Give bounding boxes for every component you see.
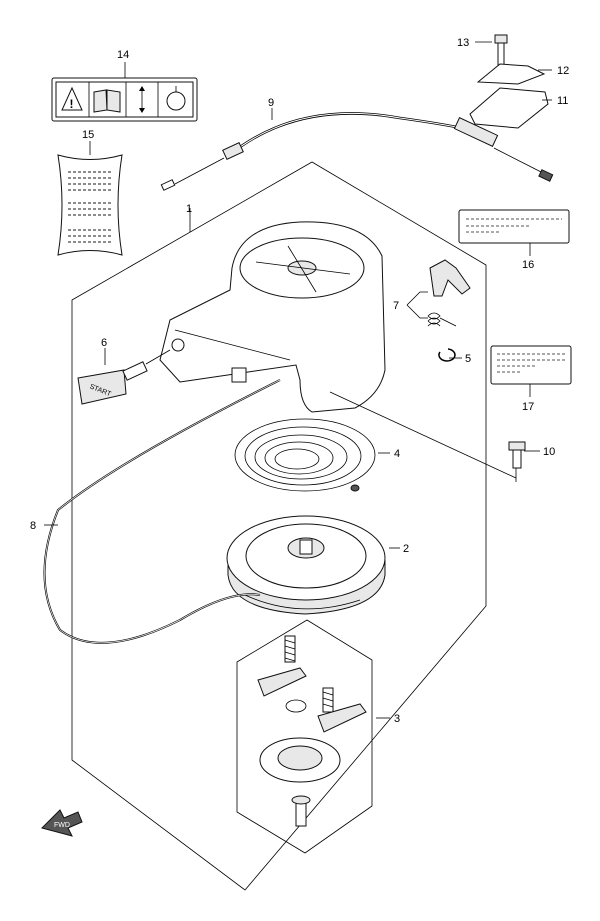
up-down-arrow-icon [139, 86, 145, 113]
callout-15: 15 [82, 129, 94, 141]
handle-6: START [77, 338, 185, 405]
subassembly-3-outline [236, 619, 373, 854]
bolt-10 [508, 441, 526, 469]
callout-16: 16 [522, 259, 534, 271]
circlip-5 [438, 348, 456, 362]
clamp-12 [476, 63, 546, 85]
label-16 [458, 209, 570, 244]
spring-7 [427, 312, 457, 327]
callout-14: 14 [117, 49, 129, 61]
warning-triangle-icon: ! [61, 86, 83, 111]
label-17 [490, 345, 572, 385]
callout-5: 5 [465, 353, 471, 365]
pawl-subassembly-3 [257, 635, 367, 827]
svg-text:!: ! [70, 97, 74, 111]
starter-case-1 [159, 221, 386, 413]
ratchet-7 [429, 259, 471, 297]
reel-2 [226, 515, 386, 615]
assembly-outline [71, 161, 487, 891]
manual-book-icon [93, 89, 121, 113]
callout-6: 6 [101, 337, 107, 349]
warning-label-14: ! [51, 77, 198, 122]
rope-8 [43, 379, 281, 644]
callout-10: 10 [543, 446, 555, 458]
callout-7: 7 [393, 300, 399, 312]
callout-3: 3 [394, 713, 400, 725]
callout-4: 4 [394, 448, 400, 460]
cable-9 [160, 112, 554, 191]
bracket-11 [469, 87, 549, 129]
callout-9: 9 [268, 97, 274, 109]
fwd-arrow-icon: FWD [41, 809, 83, 837]
callout-1: 1 [186, 203, 192, 215]
instruction-label-15 [57, 154, 123, 256]
callout-17: 17 [522, 401, 534, 413]
callout-8: 8 [30, 520, 36, 532]
recoil-spring-4 [234, 418, 376, 492]
callout-13: 13 [457, 37, 469, 49]
callout-2: 2 [403, 543, 409, 555]
bolt-13 [494, 34, 508, 66]
fwd-label: FWD [54, 822, 70, 829]
rotation-knob-icon [166, 86, 186, 111]
callout-12: 12 [557, 65, 569, 77]
callout-11: 11 [557, 95, 568, 107]
